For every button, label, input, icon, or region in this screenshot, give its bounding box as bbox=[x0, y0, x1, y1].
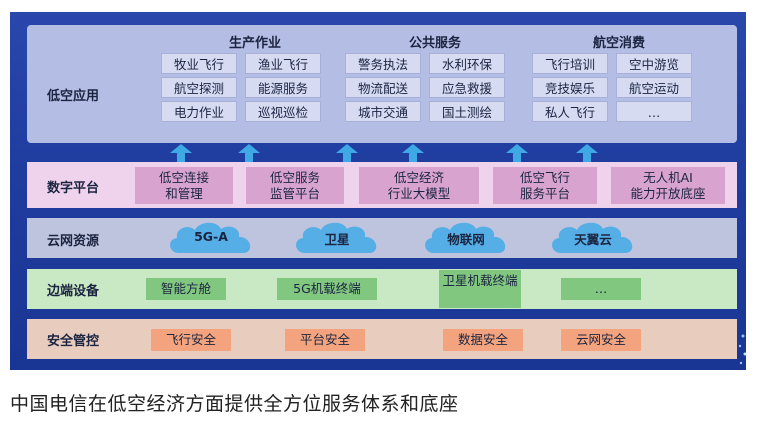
platform-item: 无人机AI 能力开放底座 bbox=[611, 167, 725, 204]
architecture-diagram-panel: 低空应用 生产作业 公共服务 航空消费 牧业飞行 渔业飞行 航空探测 能源服务 … bbox=[10, 12, 747, 370]
edge-item: 智能方舱 bbox=[146, 278, 226, 300]
app-item: 国土测绘 bbox=[429, 101, 505, 122]
edge-item-ellipsis: … bbox=[561, 278, 641, 300]
cloud-network-layer: 云网资源 5G-A 卫星 物联网 天翼云 bbox=[27, 218, 737, 258]
security-item: 数据安全 bbox=[443, 329, 523, 351]
application-layer-label: 低空应用 bbox=[47, 89, 100, 104]
app-item: 空中游览 bbox=[616, 53, 692, 74]
up-arrow-icon bbox=[336, 144, 358, 162]
platform-item: 低空连接 和管理 bbox=[135, 167, 233, 204]
digital-platform-layer: 数字平台 低空连接 和管理 低空服务 监管平台 低空经济 行业大模型 低空飞行 … bbox=[27, 162, 737, 208]
column-title-public-service: 公共服务 bbox=[408, 36, 461, 51]
cloud-label-satellite: 卫星 bbox=[324, 232, 350, 247]
app-item: 私人飞行 bbox=[532, 101, 608, 122]
up-arrow-icon bbox=[170, 144, 192, 162]
edge-item: 卫星机载终端 bbox=[439, 270, 521, 308]
platform-item: 低空飞行 服务平台 bbox=[493, 167, 597, 204]
app-item: 水利环保 bbox=[429, 53, 505, 74]
app-item: 城市交通 bbox=[345, 101, 421, 122]
app-item-ellipsis: … bbox=[616, 101, 692, 122]
sparkle-decoration-icon bbox=[738, 334, 747, 365]
app-item: 应急救援 bbox=[429, 77, 505, 98]
cloud-label-iot: 物联网 bbox=[447, 232, 485, 247]
edge-device-layer: 边端设备 智能方舱 5G机载终端 卫星机载终端 … bbox=[27, 269, 737, 309]
up-arrow-icon bbox=[238, 144, 260, 162]
security-control-layer: 安全管控 飞行安全 平台安全 数据安全 云网安全 bbox=[27, 319, 737, 359]
security-control-layer-label: 安全管控 bbox=[47, 334, 100, 349]
app-item: 渔业飞行 bbox=[245, 53, 321, 74]
app-item: 电力作业 bbox=[161, 101, 237, 122]
cloud-label-tianyi-cloud: 天翼云 bbox=[574, 232, 612, 247]
app-item: 警务执法 bbox=[345, 53, 421, 74]
up-arrow-icon bbox=[576, 144, 598, 162]
security-item: 飞行安全 bbox=[151, 329, 231, 351]
security-item: 平台安全 bbox=[285, 329, 365, 351]
column-title-aviation-consumption: 航空消费 bbox=[592, 36, 645, 51]
up-arrow-icon bbox=[506, 144, 528, 162]
edge-device-layer-label: 边端设备 bbox=[47, 284, 100, 299]
app-item: 牧业飞行 bbox=[161, 53, 237, 74]
cloud-network-layer-label: 云网资源 bbox=[47, 234, 100, 249]
figure-caption: 中国电信在低空经济方面提供全方位服务体系和底座 bbox=[10, 393, 459, 415]
app-item: 飞行培训 bbox=[532, 53, 608, 74]
edge-item: 5G机载终端 bbox=[277, 278, 377, 300]
app-item: 竞技娱乐 bbox=[532, 77, 608, 98]
platform-item: 低空经济 行业大模型 bbox=[359, 167, 479, 204]
cloud-icon bbox=[552, 222, 633, 253]
cloud-icon bbox=[425, 222, 506, 253]
application-layer: 低空应用 生产作业 公共服务 航空消费 牧业飞行 渔业飞行 航空探测 能源服务 … bbox=[27, 25, 737, 143]
app-item: 航空运动 bbox=[616, 77, 692, 98]
app-item: 航空探测 bbox=[161, 77, 237, 98]
up-arrow-icon bbox=[402, 144, 424, 162]
security-item: 云网安全 bbox=[561, 329, 641, 351]
cloud-icon bbox=[296, 222, 377, 253]
platform-item: 低空服务 监管平台 bbox=[246, 167, 344, 204]
digital-platform-layer-label: 数字平台 bbox=[47, 181, 100, 196]
app-item: 能源服务 bbox=[245, 77, 321, 98]
cloud-label-5g-a: 5G-A bbox=[194, 229, 228, 244]
column-title-production: 生产作业 bbox=[228, 36, 281, 51]
app-item: 巡视巡检 bbox=[245, 101, 321, 122]
app-item: 物流配送 bbox=[345, 77, 421, 98]
cloud-icon bbox=[170, 222, 251, 253]
